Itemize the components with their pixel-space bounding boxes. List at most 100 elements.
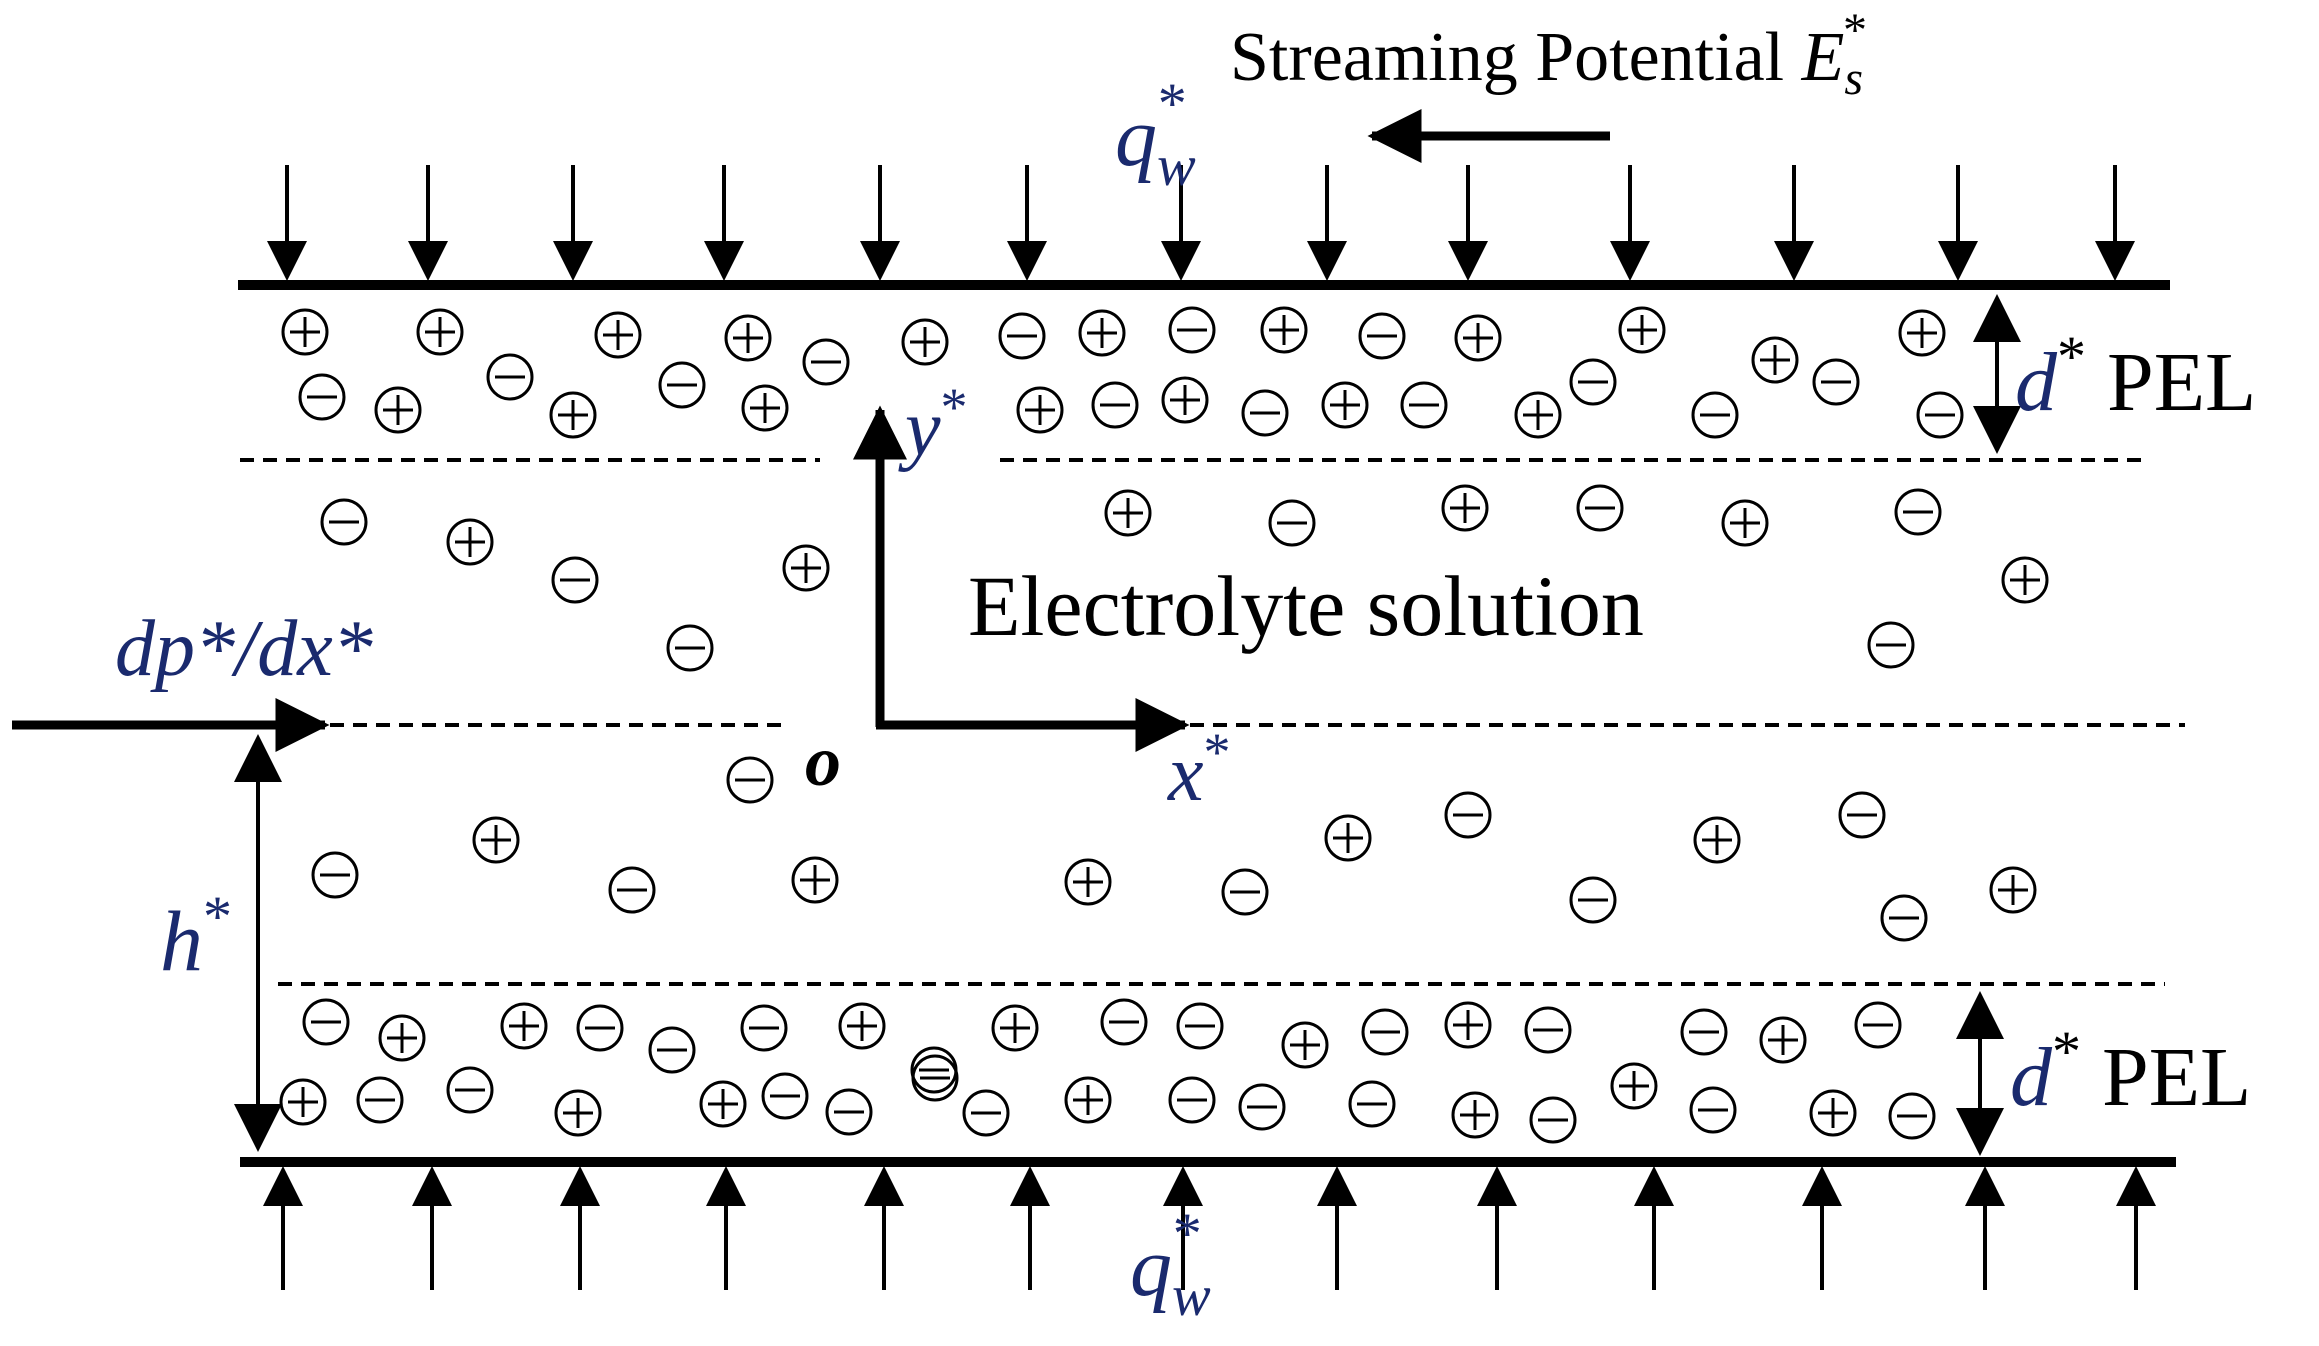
cation-ion [594, 311, 642, 359]
cation-ion [1454, 314, 1502, 362]
cation-ion [1064, 1076, 1112, 1124]
cation-ion [724, 314, 772, 362]
cation-ion [1064, 858, 1112, 906]
cation-ion [1693, 816, 1741, 864]
cation-ion [549, 391, 597, 439]
anion-ion [302, 998, 350, 1046]
anion-ion [648, 1026, 696, 1074]
cation-ion [1078, 309, 1126, 357]
cation-ion [1161, 376, 1209, 424]
anion-ion [1238, 1083, 1286, 1131]
cation-ion [699, 1080, 747, 1128]
anion-ion [608, 866, 656, 914]
y-axis-sup: * [941, 377, 968, 437]
ions-layer [279, 306, 2049, 1144]
anion-ion [1576, 484, 1624, 532]
anion-ion [1241, 389, 1289, 437]
anion-ion [726, 756, 774, 804]
cation-ion [1751, 336, 1799, 384]
anion-ion [666, 624, 714, 672]
anion-ion [1894, 488, 1942, 536]
cation-ion [1721, 499, 1769, 547]
anion-ion [1569, 358, 1617, 406]
anion-ion [1867, 621, 1915, 669]
cation-ion [1016, 386, 1064, 434]
pel-bottom-symbol: d [2010, 1031, 2053, 1124]
y-axis-label: y* [898, 377, 968, 473]
cation-ion [472, 816, 520, 864]
anion-ion [576, 1004, 624, 1052]
anion-ion [1838, 791, 1886, 839]
cation-ion [1989, 866, 2037, 914]
anion-ion [962, 1089, 1010, 1137]
anion-ion [1812, 358, 1860, 406]
anion-ion [1400, 381, 1448, 429]
cation-ion [782, 544, 830, 592]
cation-ion [1281, 1021, 1329, 1069]
heat-flux-bottom-sup: * [1173, 1201, 1202, 1266]
anion-ion [551, 556, 599, 604]
y-axis-symbol: y [898, 385, 941, 473]
pressure-gradient-label: dp*/dx* [115, 605, 373, 693]
top-heat-flux-arrows [267, 165, 2135, 281]
anion-ion [825, 1088, 873, 1136]
anion-ion [1444, 791, 1492, 839]
cation-ion [1514, 391, 1562, 439]
anion-ion [1569, 876, 1617, 924]
cation-ion [279, 1078, 327, 1126]
cation-ion [1260, 306, 1308, 354]
streaming-potential-symbol: E [1801, 19, 1845, 96]
cation-ion [446, 518, 494, 566]
anion-ion [1348, 1080, 1396, 1128]
anion-ion [1168, 306, 1216, 354]
x-axis-sup: * [1204, 722, 1231, 782]
cation-ion [1451, 1091, 1499, 1139]
anion-ion [1880, 894, 1928, 942]
anion-ion [761, 1072, 809, 1120]
anion-ion [298, 373, 346, 421]
cation-ion [838, 1002, 886, 1050]
cation-ion [1618, 306, 1666, 354]
x-axis-symbol: x [1167, 730, 1204, 818]
pel-bottom-sup: * [2052, 1019, 2081, 1084]
cation-ion [281, 308, 329, 356]
origin-label: o [805, 721, 841, 801]
cation-ion [416, 308, 464, 356]
anion-ion [1358, 312, 1406, 360]
height-label: h* [160, 884, 232, 989]
cation-ion [741, 384, 789, 432]
heat-flux-top-symbol: q [1115, 91, 1157, 184]
anion-ion [1176, 1002, 1224, 1050]
heat-flux-bottom-sub: w [1172, 1263, 1211, 1328]
anion-ion [658, 361, 706, 409]
cation-ion [1441, 484, 1489, 532]
cation-ion [791, 856, 839, 904]
pel-top-symbol: d [2015, 336, 2058, 429]
anion-ion [1091, 381, 1139, 429]
cation-ion [1759, 1016, 1807, 1064]
bottom-heat-flux-arrows [263, 1166, 2156, 1290]
anion-ion [740, 1004, 788, 1052]
anion-ion [356, 1076, 404, 1124]
heat-flux-top-sup: * [1158, 71, 1187, 136]
anion-ion [446, 1066, 494, 1114]
anion-ion [311, 851, 359, 899]
anion-ion [1100, 998, 1148, 1046]
streaming-potential-label: Streaming Potential Es* [1230, 4, 1867, 105]
anion-ion [320, 498, 368, 546]
anion-ion [1680, 1008, 1728, 1056]
height-symbol: h [160, 893, 203, 989]
anion-ion [1268, 499, 1316, 547]
anion-ion [486, 353, 534, 401]
anion-ion [1689, 1086, 1737, 1134]
cation-ion [554, 1089, 602, 1137]
anion-ion [1168, 1076, 1216, 1124]
pel-top-sup: * [2057, 324, 2086, 389]
heat-flux-bottom-symbol: q [1130, 1221, 1172, 1314]
streaming-potential-text: Streaming Potential [1230, 19, 1802, 96]
anion-ion [1524, 1006, 1572, 1054]
cation-ion [1809, 1089, 1857, 1137]
anion-ion [802, 338, 850, 386]
anion-ion [1221, 868, 1269, 916]
